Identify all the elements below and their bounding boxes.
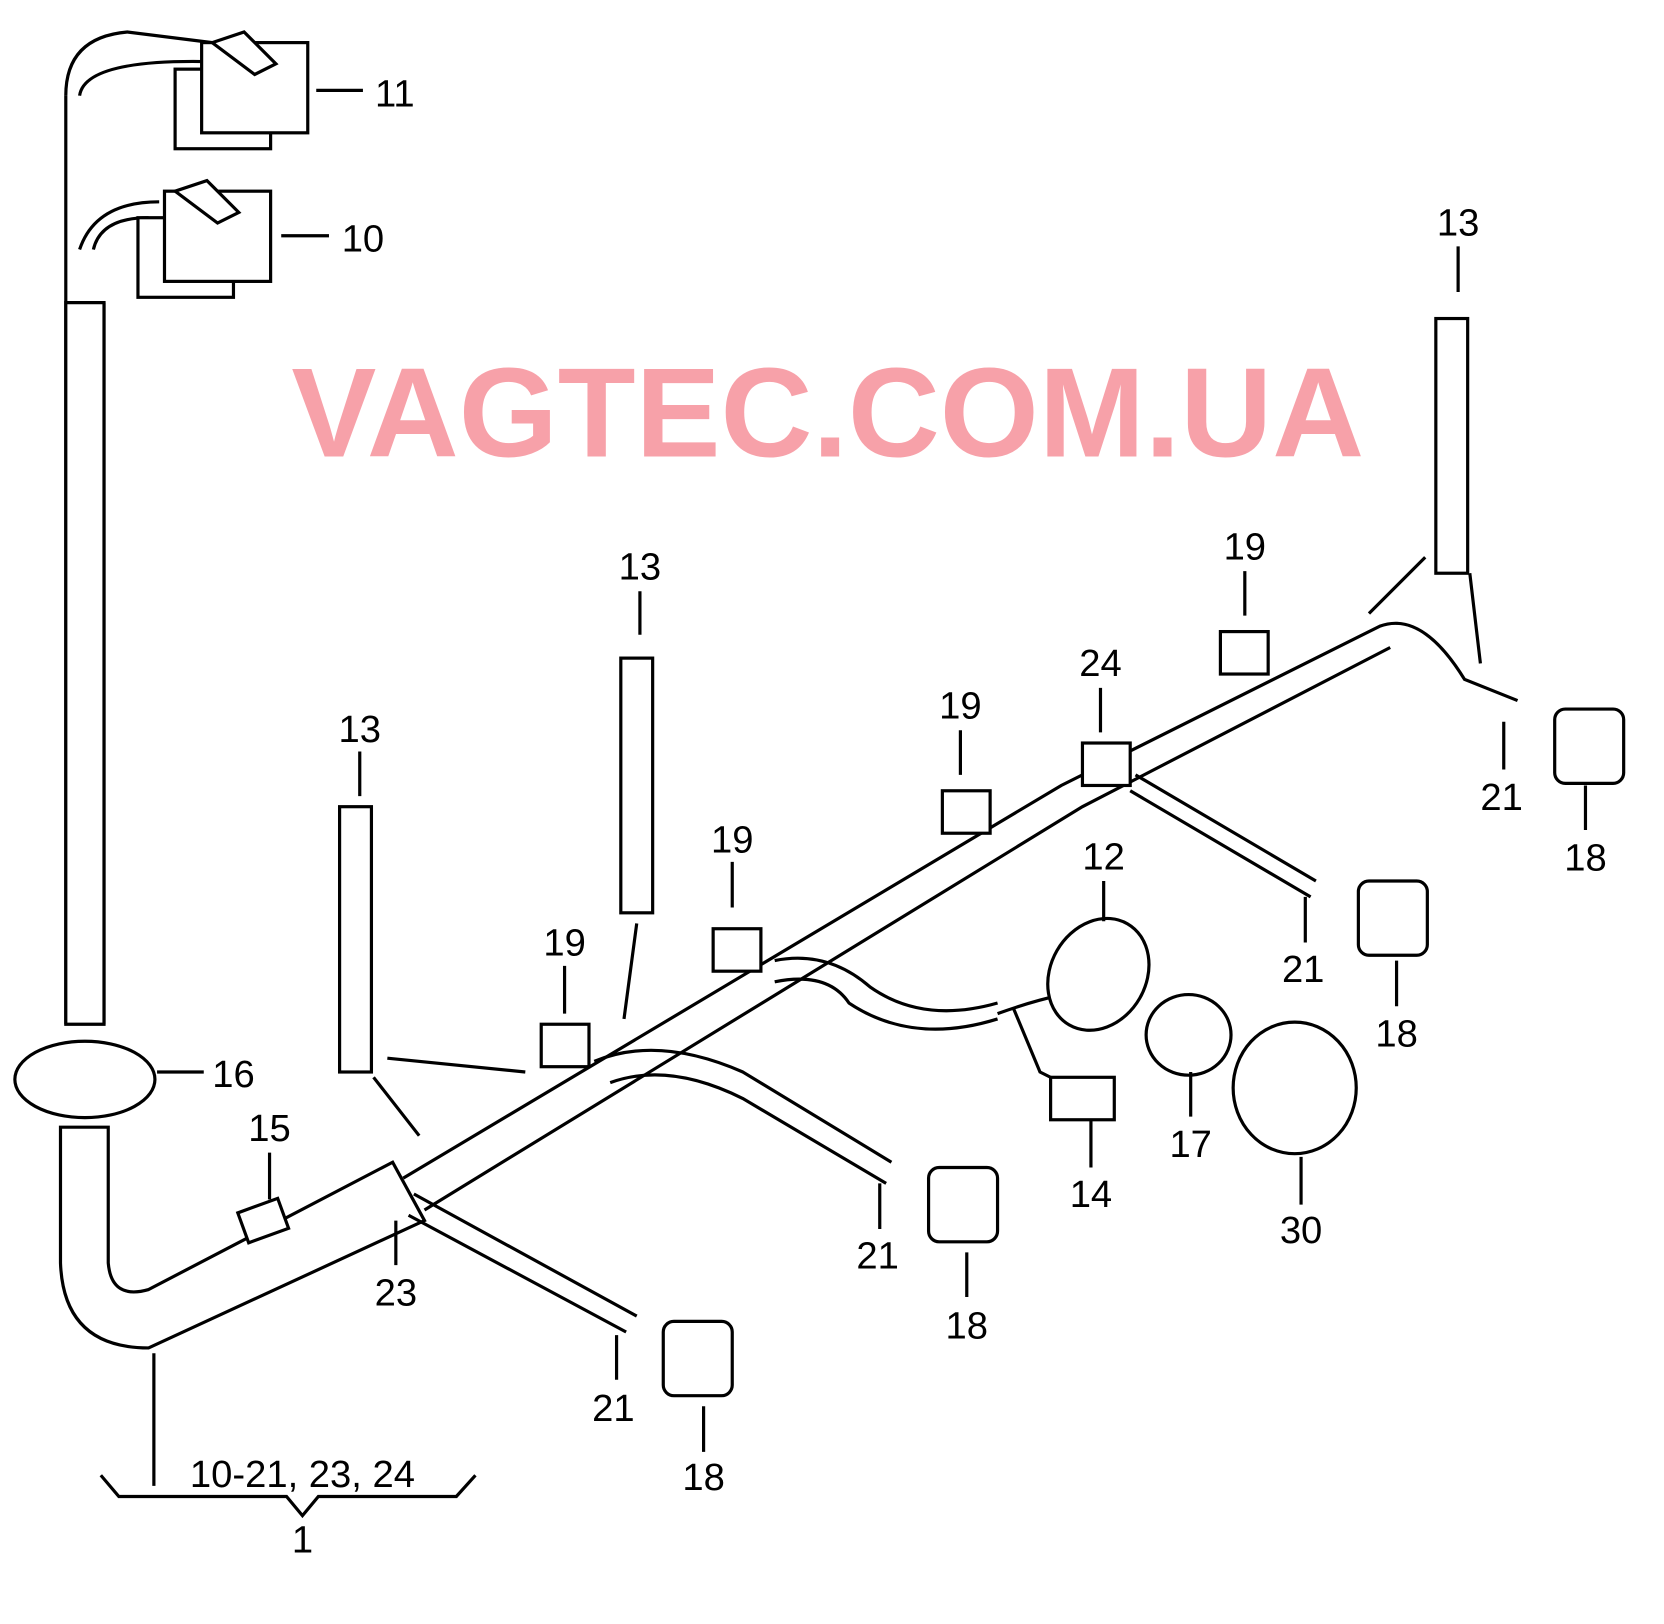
label-18: 18 [1564, 836, 1606, 879]
connector-14 [1049, 1075, 1116, 1122]
label-14: 14 [1070, 1173, 1112, 1216]
label-18: 18 [682, 1456, 724, 1499]
label-11: 11 [375, 72, 415, 115]
label-10: 10 [342, 218, 384, 261]
connector-10 [136, 178, 273, 299]
leader-lines [99, 88, 1588, 1519]
cap-30 [1231, 1020, 1358, 1156]
label-19: 19 [1224, 525, 1266, 568]
label-23: 23 [375, 1271, 417, 1314]
label-21: 21 [1480, 776, 1522, 819]
socket-17 [1144, 992, 1233, 1077]
clips-13 [338, 316, 1470, 1074]
label-17: 17 [1169, 1123, 1211, 1166]
connectors-18 [661, 707, 1626, 1398]
label-21: 21 [592, 1387, 634, 1430]
clips-19 [539, 630, 1270, 1069]
plate-12 [1046, 916, 1151, 1032]
label-19: 19 [711, 818, 753, 861]
group-range-label: 10-21, 23, 24 [190, 1453, 415, 1496]
label-16: 16 [212, 1053, 254, 1096]
connector-11 [173, 30, 310, 151]
label-19: 19 [939, 685, 981, 728]
watermark: VAGTEC.COM.UA [291, 341, 1364, 483]
label-18: 18 [1375, 1013, 1417, 1056]
connector-15 [235, 1196, 291, 1245]
group-main-label: 1 [292, 1519, 313, 1562]
label-13: 13 [1437, 202, 1479, 245]
label-18: 18 [946, 1304, 988, 1347]
grommet-16 [13, 1039, 157, 1120]
main-harness [13, 30, 1519, 1350]
label-21: 21 [856, 1234, 898, 1277]
label-19: 19 [543, 921, 585, 964]
label-21: 21 [1282, 948, 1324, 991]
label-30: 30 [1280, 1209, 1322, 1252]
label-12: 12 [1082, 835, 1124, 878]
label-15: 15 [248, 1107, 290, 1150]
label-13: 13 [619, 546, 661, 589]
callout-labels: 11 10 13 13 13 19 24 19 19 12 19 16 15 2… [190, 72, 1607, 1561]
label-13: 13 [339, 708, 381, 751]
label-24: 24 [1079, 642, 1121, 685]
